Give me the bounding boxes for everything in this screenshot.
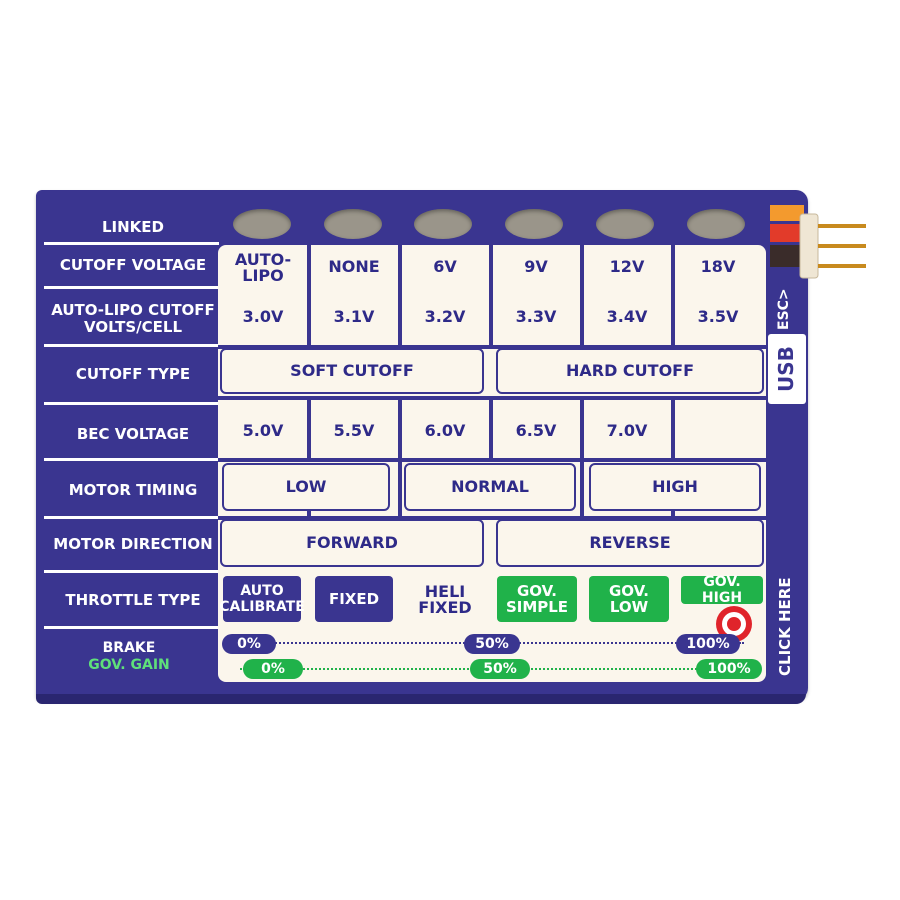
auto-lipo-3-5v[interactable]: 3.5V [676,302,760,332]
gov-gain-50[interactable]: 50% [470,659,530,679]
row-divider [44,458,219,461]
linked-led [233,209,291,239]
usb-label: USB [774,346,798,392]
esc-label: ESC> [776,288,792,330]
label-auto-lipo-line2: VOLTS/CELL [83,318,183,336]
column-divider [398,245,402,347]
column-divider [580,245,584,347]
connector-color-orange [770,205,804,221]
row-divider [44,570,219,573]
bec-6-0v[interactable]: 6.0V [403,416,487,446]
row-divider [44,516,219,519]
row-divider [44,286,219,289]
auto-lipo-3-1v[interactable]: 3.1V [312,302,396,332]
label-linked: LINKED [101,218,164,236]
auto-lipo-3-4v[interactable]: 3.4V [585,302,669,332]
linked-led [324,209,382,239]
timing-high[interactable]: HIGH [589,463,761,511]
direction-forward[interactable]: FORWARD [220,519,484,567]
label-bec-voltage: BEC VOLTAGE [76,425,190,443]
label-brake: BRAKE [102,640,156,656]
target-icon[interactable] [714,604,754,644]
label-auto-lipo-cutoff: AUTO-LIPO CUTOFF VOLTS/CELL [48,302,218,336]
bec-5-0v[interactable]: 5.0V [222,416,304,446]
column-divider [307,511,311,519]
label-cutoff-type: CUTOFF TYPE [75,365,191,383]
linked-led [505,209,563,239]
column-divider [580,396,584,462]
row-divider [44,242,219,245]
column-divider [489,245,493,347]
brake-0[interactable]: 0% [222,634,276,654]
label-cutoff-voltage: CUTOFF VOLTAGE [59,256,207,274]
label-gov-gain: GOV. GAIN [88,657,170,673]
gov-gain-0[interactable]: 0% [243,659,303,679]
label-motor-direction: MOTOR DIRECTION [53,535,213,553]
connector-pins-icon[interactable] [798,212,868,282]
bec-7-0v[interactable]: 7.0V [585,416,669,446]
auto-lipo-3-2v[interactable]: 3.2V [403,302,487,332]
timing-normal[interactable]: NORMAL [404,463,576,511]
column-divider [489,396,493,462]
auto-lipo-3-0v[interactable]: 3.0V [222,302,304,332]
row-divider [44,402,219,405]
cutoff-voltage-9v[interactable]: 9V [494,252,578,282]
linked-led [596,209,654,239]
column-divider [671,245,675,347]
throttle-auto-calibrate[interactable]: AUTO CALIBRATE [219,576,305,622]
usb-tab[interactable] [768,334,806,404]
section-divider [218,516,766,520]
cutoff-type-hard[interactable]: HARD CUTOFF [496,348,764,394]
timing-low[interactable]: LOW [222,463,390,511]
row-divider [44,626,219,629]
throttle-heli-fixed[interactable]: HELI FIXED [404,578,486,622]
throttle-gov-simple[interactable]: GOV. SIMPLE [497,576,577,622]
throttle-gov-low[interactable]: GOV. LOW [589,576,669,622]
column-divider [671,396,675,462]
column-divider [307,396,311,462]
cutoff-type-soft[interactable]: SOFT CUTOFF [220,348,484,394]
click-here-label: CLICK HERE [776,577,794,676]
cutoff-voltage-6v[interactable]: 6V [403,252,487,282]
column-divider [398,396,402,462]
cutoff-voltage-18v[interactable]: 18V [676,252,760,282]
linked-led [687,209,745,239]
connector-color-brown [770,245,804,267]
throttle-gov-high[interactable]: GOV. HIGH [681,574,763,606]
section-divider [218,345,766,349]
column-divider [307,245,311,347]
bec-5-5v[interactable]: 5.5V [312,416,396,446]
column-divider [580,458,584,518]
column-divider [671,511,675,519]
throttle-fixed[interactable]: FIXED [315,576,393,622]
label-auto-lipo-line1: AUTO-LIPO CUTOFF [51,301,215,319]
cutoff-voltage-auto-lipo[interactable]: AUTO- LIPO [222,250,304,286]
label-motor-timing: MOTOR TIMING [68,481,198,499]
bec-6-5v[interactable]: 6.5V [494,416,578,446]
brake-50[interactable]: 50% [464,634,520,654]
linked-led [414,209,472,239]
column-divider [398,458,402,518]
cutoff-voltage-none[interactable]: NONE [312,252,396,282]
cutoff-voltage-12v[interactable]: 12V [585,252,669,282]
connector-color-red [770,224,804,242]
gov-gain-100[interactable]: 100% [696,659,762,679]
direction-reverse[interactable]: REVERSE [496,519,764,567]
brake-100[interactable]: 100% [676,634,740,654]
label-throttle-type: THROTTLE TYPE [65,591,201,609]
card-edge [36,694,806,704]
auto-lipo-3-3v[interactable]: 3.3V [494,302,578,332]
section-divider [218,458,766,462]
row-divider [44,344,219,347]
